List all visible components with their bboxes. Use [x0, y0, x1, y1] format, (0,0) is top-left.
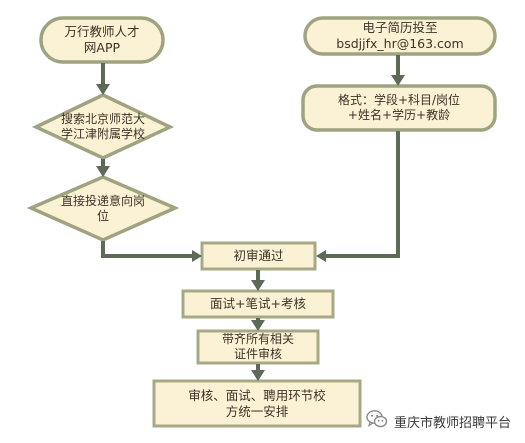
node-search-shape: [31, 93, 175, 160]
connector-search-apply: [96, 159, 110, 177]
node-start-app-shape: [39, 16, 165, 64]
node-final-shape: [152, 379, 362, 428]
wechat-icon: [366, 409, 388, 433]
connector-app-search: [96, 63, 110, 95]
node-format-shape: [301, 84, 497, 132]
node-certs-shape: [196, 329, 320, 365]
node-apply-shape: [26, 175, 180, 242]
connector-email-format: [391, 55, 405, 86]
watermark-text: 重庆市教师招聘平台: [394, 415, 512, 431]
connector-prelim-interview: [251, 270, 265, 291]
connector-format-prelim: [316, 131, 400, 262]
connector-interview-certs: [251, 318, 265, 331]
node-email-shape: [303, 16, 497, 56]
connector-certs-final: [251, 364, 265, 381]
watermark: 重庆市教师招聘平台: [366, 409, 511, 433]
node-prelim-shape: [200, 241, 317, 271]
connector-apply-prelim: [101, 241, 202, 262]
node-interview-shape: [181, 289, 335, 319]
